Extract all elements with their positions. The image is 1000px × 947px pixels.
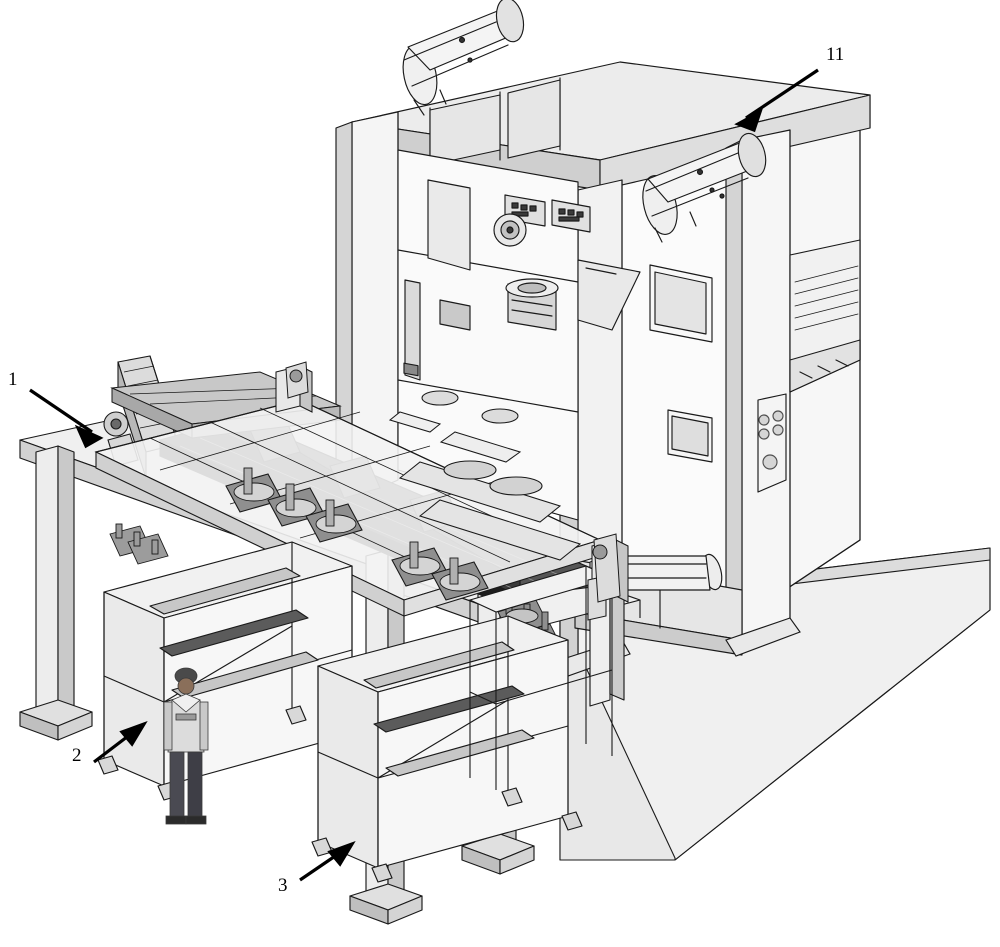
callout-label-1: 1 <box>8 369 18 390</box>
sensor-posts <box>285 361 621 603</box>
operator-figure <box>163 667 209 825</box>
callout-arrows <box>29 68 819 882</box>
accumulator-tank-left <box>402 0 525 116</box>
callout-label-11: 11 <box>826 44 845 65</box>
blank-shelves <box>388 390 582 561</box>
callout-label-2: 2 <box>72 745 82 766</box>
callout-arrow-11 <box>745 68 819 120</box>
rack-frame-right <box>468 565 614 790</box>
callout-arrow-1 <box>29 388 93 434</box>
callout-label-3: 3 <box>278 875 288 896</box>
accumulator-tank-right <box>642 132 767 243</box>
press-machine <box>335 0 871 666</box>
rack-frame-left <box>97 541 367 801</box>
